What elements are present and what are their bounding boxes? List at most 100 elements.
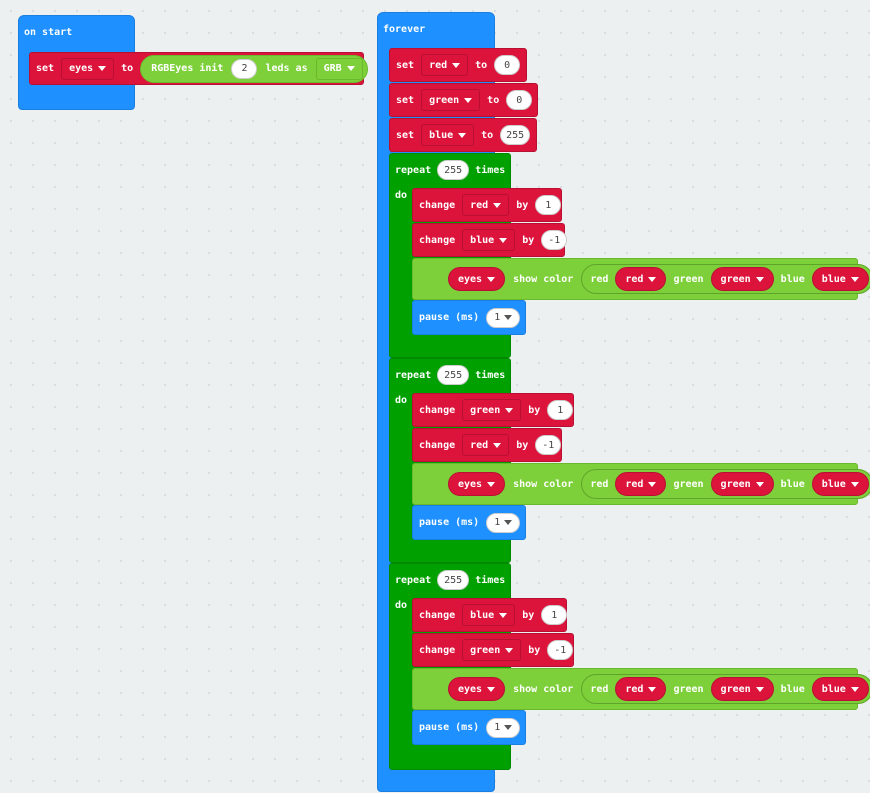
variable-dropdown[interactable]: red <box>462 434 510 456</box>
times-label: times <box>475 164 506 176</box>
chevron-down-icon <box>493 202 502 208</box>
show-color-block[interactable]: eyes show color red red green green blue… <box>412 668 870 710</box>
change-block[interactable]: change blue by 1 <box>412 598 568 632</box>
value-input[interactable]: 1 <box>535 195 562 215</box>
eyes-dropdown[interactable]: eyes <box>448 472 506 496</box>
red-label: red <box>590 683 609 695</box>
pause-block[interactable]: pause (ms) 1 <box>412 710 526 745</box>
by-label: by <box>522 609 535 621</box>
variable-dropdown-blue[interactable]: blue <box>421 124 475 146</box>
value-input[interactable]: 1 <box>541 605 568 625</box>
show-color-block[interactable]: eyes show color red red green green blue… <box>412 258 870 300</box>
chevron-down-icon <box>850 686 859 692</box>
by-label: by <box>522 234 535 246</box>
chevron-down-icon <box>499 612 508 618</box>
do-label: do <box>395 395 408 406</box>
blue-label: blue <box>780 273 805 285</box>
times-label: times <box>475 369 506 381</box>
variable-dropdown-eyes[interactable]: eyes <box>61 57 115 80</box>
set-green-block[interactable]: set green to 0 <box>389 83 538 117</box>
by-label: by <box>516 199 529 211</box>
set-blue-block[interactable]: set blue to 255 <box>389 118 537 152</box>
pause-ms-dropdown[interactable]: 1 <box>486 512 521 533</box>
variable-dropdown-green[interactable]: green <box>421 89 481 111</box>
blue-variable[interactable]: blue <box>811 267 869 291</box>
repeat-count-input[interactable]: 255 <box>437 160 470 180</box>
eyes-dropdown[interactable]: eyes <box>448 267 506 291</box>
set-red-block[interactable]: set red to 0 <box>389 48 527 82</box>
change-block[interactable]: change green by 1 <box>412 393 574 427</box>
value-input[interactable]: 0 <box>494 55 521 75</box>
to-label: to <box>475 59 488 71</box>
blue-label: blue <box>780 683 805 695</box>
pause-label: pause (ms) <box>419 722 480 733</box>
change-block[interactable]: change green by -1 <box>412 633 574 667</box>
change-label: change <box>419 439 456 451</box>
change-label: change <box>419 644 456 656</box>
blue-variable[interactable]: blue <box>811 472 869 496</box>
red-variable[interactable]: red <box>615 472 667 496</box>
red-variable[interactable]: red <box>615 267 667 291</box>
value-input[interactable]: 0 <box>506 90 533 110</box>
green-label: green <box>673 683 704 695</box>
repeat-count-input[interactable]: 255 <box>437 570 470 590</box>
value-input[interactable]: -1 <box>541 230 568 250</box>
variable-dropdown[interactable]: green <box>462 639 522 661</box>
green-variable[interactable]: green <box>710 677 774 701</box>
variable-dropdown-red[interactable]: red <box>421 54 469 76</box>
value-input[interactable]: -1 <box>547 640 574 660</box>
chevron-down-icon <box>452 62 461 68</box>
red-variable[interactable]: red <box>615 677 667 701</box>
led-mode-dropdown[interactable]: GRB <box>315 57 363 80</box>
rgbeyes-init-block[interactable]: RGBEyes init 2 leds as GRB <box>140 54 368 83</box>
change-label: change <box>419 404 456 416</box>
to-label: to <box>481 129 494 141</box>
show-color-block[interactable]: eyes show color red red green green blue… <box>412 463 870 505</box>
rgb-color-block[interactable]: red red green green blue blue <box>581 469 870 499</box>
variable-dropdown[interactable]: red <box>462 194 510 216</box>
forever-title: forever <box>383 24 426 35</box>
leds-as-label: leds as <box>265 63 308 74</box>
pause-ms-dropdown[interactable]: 1 <box>486 717 521 738</box>
green-label: green <box>673 273 704 285</box>
change-block[interactable]: change red by 1 <box>412 188 562 222</box>
blue-label: blue <box>780 478 805 490</box>
change-block[interactable]: change blue by -1 <box>412 223 568 257</box>
chevron-down-icon <box>487 276 496 282</box>
chevron-down-icon <box>493 442 502 448</box>
change-label: change <box>419 199 456 211</box>
variable-dropdown[interactable]: blue <box>462 229 516 251</box>
chevron-down-icon <box>458 132 467 138</box>
value-input[interactable]: -1 <box>535 435 562 455</box>
pause-ms-dropdown[interactable]: 1 <box>486 307 521 328</box>
value-input[interactable]: 255 <box>500 125 530 145</box>
repeat-count-input[interactable]: 255 <box>437 365 470 385</box>
variable-dropdown[interactable]: blue <box>462 604 516 626</box>
eyes-dropdown[interactable]: eyes <box>448 677 506 701</box>
rgb-color-block[interactable]: red red green green blue blue <box>581 674 870 704</box>
do-label: do <box>395 600 408 611</box>
set-eyes-block[interactable]: set eyes to RGBEyes init 2 leds as GRB <box>29 52 368 85</box>
variable-dropdown[interactable]: green <box>462 399 522 421</box>
chevron-down-icon <box>648 481 657 487</box>
value-input[interactable]: 1 <box>547 400 574 420</box>
red-label: red <box>590 273 609 285</box>
pause-block[interactable]: pause (ms) 1 <box>412 300 526 335</box>
on-start-title: on start <box>24 27 73 38</box>
chevron-down-icon <box>755 481 764 487</box>
blue-variable[interactable]: blue <box>811 677 869 701</box>
change-label: change <box>419 609 456 621</box>
green-variable[interactable]: green <box>710 267 774 291</box>
chevron-down-icon <box>464 97 473 103</box>
change-block[interactable]: change red by -1 <box>412 428 562 462</box>
show-color-label: show color <box>513 273 574 285</box>
green-variable[interactable]: green <box>710 472 774 496</box>
repeat-header: repeat 255 times <box>395 570 505 590</box>
chevron-down-icon <box>505 407 514 413</box>
init-count-input[interactable]: 2 <box>231 58 258 79</box>
rgb-color-block[interactable]: red red green green blue blue <box>581 264 870 294</box>
pause-block[interactable]: pause (ms) 1 <box>412 505 526 540</box>
chevron-down-icon <box>850 276 859 282</box>
green-label: green <box>673 478 704 490</box>
chevron-down-icon <box>499 237 508 243</box>
